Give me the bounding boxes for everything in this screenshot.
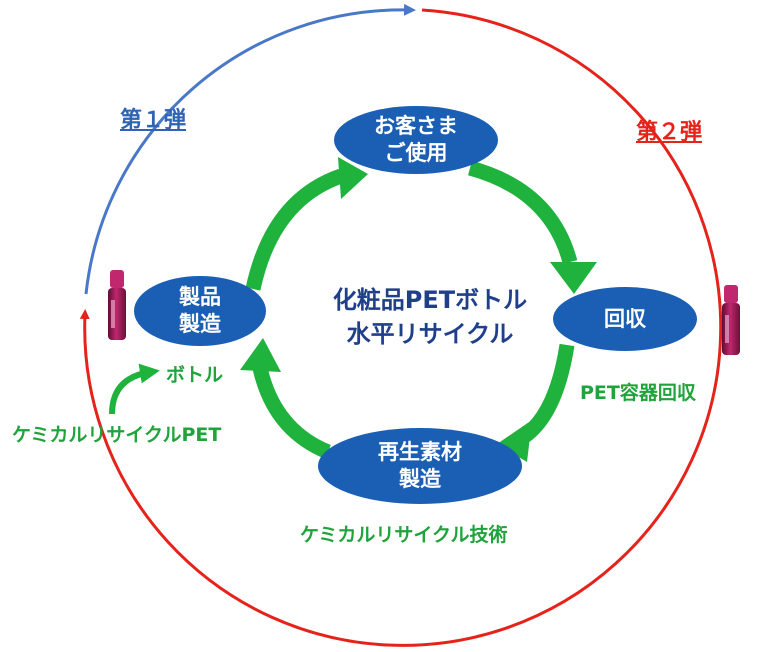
center-title-line2: 水平リサイクル bbox=[346, 320, 514, 348]
node-collect bbox=[553, 287, 697, 351]
node-product-line2: 製造 bbox=[179, 312, 221, 336]
phase1-label: 第１弾 bbox=[120, 108, 187, 133]
node-product-line1: 製品 bbox=[179, 285, 221, 309]
bottle-label: ボトル bbox=[166, 364, 224, 386]
node-product bbox=[134, 276, 266, 346]
node-material-line1: 再生素材 bbox=[378, 440, 462, 464]
cosmetic-bottle-icon bbox=[108, 270, 126, 340]
node-product-label: 製品 製造 bbox=[150, 284, 250, 338]
arrow-product-to-use-head bbox=[338, 157, 368, 199]
node-use-line1: お客さま bbox=[374, 114, 458, 138]
node-use bbox=[334, 106, 498, 174]
node-use-label: お客さま ご使用 bbox=[336, 113, 496, 167]
pet-collect-label: PET容器回収 bbox=[580, 382, 696, 404]
arrow-use-to-collect bbox=[467, 160, 578, 265]
arrow-collect-to-material-head bbox=[497, 420, 532, 462]
arrow-material-to-product-head bbox=[240, 338, 281, 372]
chem-tech-label: ケミカルリサイクル技術 bbox=[300, 524, 508, 546]
center-title: 化粧品PETボトル 水平リサイクル bbox=[300, 283, 560, 351]
node-collect-label: 回収 bbox=[565, 306, 685, 333]
node-material-label: 再生素材 製造 bbox=[340, 439, 500, 493]
node-material bbox=[318, 428, 522, 504]
arrow-use-to-collect-head bbox=[550, 262, 597, 294]
node-material-line2: 製造 bbox=[399, 467, 441, 491]
cosmetic-bottle-icon bbox=[722, 285, 740, 355]
node-use-line2: ご使用 bbox=[384, 141, 448, 165]
phase2-label: 第２弾 bbox=[636, 120, 703, 145]
phase2-arc bbox=[79, 8, 723, 647]
arrow-chem-pet-to-bottle bbox=[109, 363, 160, 415]
node-collect-line1: 回収 bbox=[604, 307, 646, 331]
arrow-product-to-use bbox=[245, 168, 344, 291]
cycle-arrows bbox=[109, 157, 597, 462]
center-title-line1: 化粧品PETボトル bbox=[332, 286, 528, 314]
arrow-material-to-product bbox=[252, 366, 332, 459]
phase1-arc bbox=[84, 3, 416, 295]
chem-pet-label: ケミカルリサイクルPET bbox=[12, 424, 222, 446]
